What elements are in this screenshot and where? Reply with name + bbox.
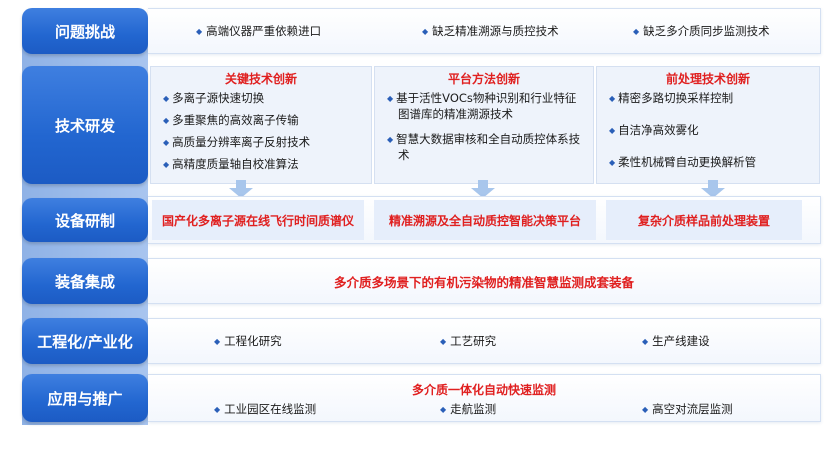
row-label-application-text: 应用与推广 [47, 389, 123, 408]
row-label-industrial-text: 工程化/产业化 [37, 332, 133, 351]
row-label-equipment: 设备研制 [22, 198, 148, 242]
down-arrow-icon [701, 180, 725, 198]
down-arrow-icon [471, 180, 495, 198]
application-title: 多介质一体化自动快速监测 [411, 383, 556, 397]
row-label-rnd: 技术研发 [22, 66, 148, 184]
industrial-item-1: 工程化研究 [214, 334, 282, 350]
rnd-column-platform-title: 平台方法创新 [447, 72, 520, 86]
equipment-box-1: 国产化多离子源在线飞行时间质谱仪 [152, 200, 364, 240]
application-item-1: 工业园区在线监测 [214, 402, 316, 418]
row-label-integration: 装备集成 [22, 258, 148, 304]
row-label-industrial: 工程化/产业化 [22, 318, 148, 364]
rnd-column-platform: 平台方法创新 基于活性VOCs物种识别和行业特征图谱库的精准溯源技术 智慧大数据… [374, 66, 594, 184]
industrial-item-2: 工艺研究 [440, 334, 496, 350]
rnd-column-key-tech-title: 关键技术创新 [224, 72, 297, 86]
row-label-problems-text: 问题挑战 [54, 22, 115, 41]
problem-item-3: 缺乏多介质同步监测技术 [633, 24, 770, 40]
row-label-application: 应用与推广 [22, 374, 148, 422]
industrial-item-3: 生产线建设 [642, 334, 710, 350]
equipment-item-3: 复杂介质样品前处理装置 [637, 213, 770, 228]
key-tech-item-1: 多离子源快速切换 [163, 91, 365, 107]
row-panel-problems: 高端仪器严重依赖进口 缺乏精准溯源与质控技术 缺乏多介质同步监测技术 [148, 8, 821, 54]
integration-text: 多介质多场景下的有机污染物的精准智慧监测成套装备 [333, 274, 634, 290]
pretreatment-item-3: 柔性机械臂自动更换解析管 [609, 155, 813, 171]
key-tech-item-2: 多重聚焦的高效离子传输 [163, 113, 365, 129]
down-arrow-icon [229, 180, 253, 198]
row-label-equipment-text: 设备研制 [54, 211, 115, 230]
row-label-rnd-text: 技术研发 [54, 116, 115, 135]
application-item-3: 高空对流层监测 [642, 402, 733, 418]
equipment-box-3: 复杂介质样品前处理装置 [606, 200, 802, 240]
problem-item-2: 缺乏精准溯源与质控技术 [422, 24, 559, 40]
problem-item-1: 高端仪器严重依赖进口 [196, 24, 321, 40]
row-panel-integration: 多介质多场景下的有机污染物的精准智慧监测成套装备 [148, 258, 821, 304]
rnd-column-pretreatment-title: 前处理技术创新 [665, 72, 750, 86]
pretreatment-item-2: 自洁净高效雾化 [609, 123, 813, 139]
row-label-integration-text: 装备集成 [54, 272, 115, 291]
pretreatment-item-1: 精密多路切换采样控制 [609, 91, 813, 107]
equipment-item-2: 精准溯源及全自动质控智能决策平台 [388, 213, 581, 228]
platform-item-1: 基于活性VOCs物种识别和行业特征图谱库的精准溯源技术 [387, 91, 587, 122]
application-item-2: 走航监测 [440, 402, 496, 418]
equipment-item-1: 国产化多离子源在线飞行时间质谱仪 [161, 213, 354, 228]
equipment-box-2: 精准溯源及全自动质控智能决策平台 [374, 200, 596, 240]
rnd-column-pretreatment: 前处理技术创新 精密多路切换采样控制 自洁净高效雾化 柔性机械臂自动更换解析管 [596, 66, 820, 184]
row-panel-application: 多介质一体化自动快速监测 工业园区在线监测 走航监测 高空对流层监测 [148, 374, 821, 422]
row-panel-industrial: 工程化研究 工艺研究 生产线建设 [148, 318, 821, 364]
platform-item-2: 智慧大数据审核和全自动质控体系技术 [387, 132, 587, 163]
row-label-problems: 问题挑战 [22, 8, 148, 54]
rnd-column-key-tech: 关键技术创新 多离子源快速切换 多重聚焦的高效离子传输 高质量分辨率离子反射技术… [150, 66, 372, 184]
key-tech-item-4: 高精度质量轴自校准算法 [163, 157, 365, 173]
key-tech-item-3: 高质量分辨率离子反射技术 [163, 135, 365, 151]
